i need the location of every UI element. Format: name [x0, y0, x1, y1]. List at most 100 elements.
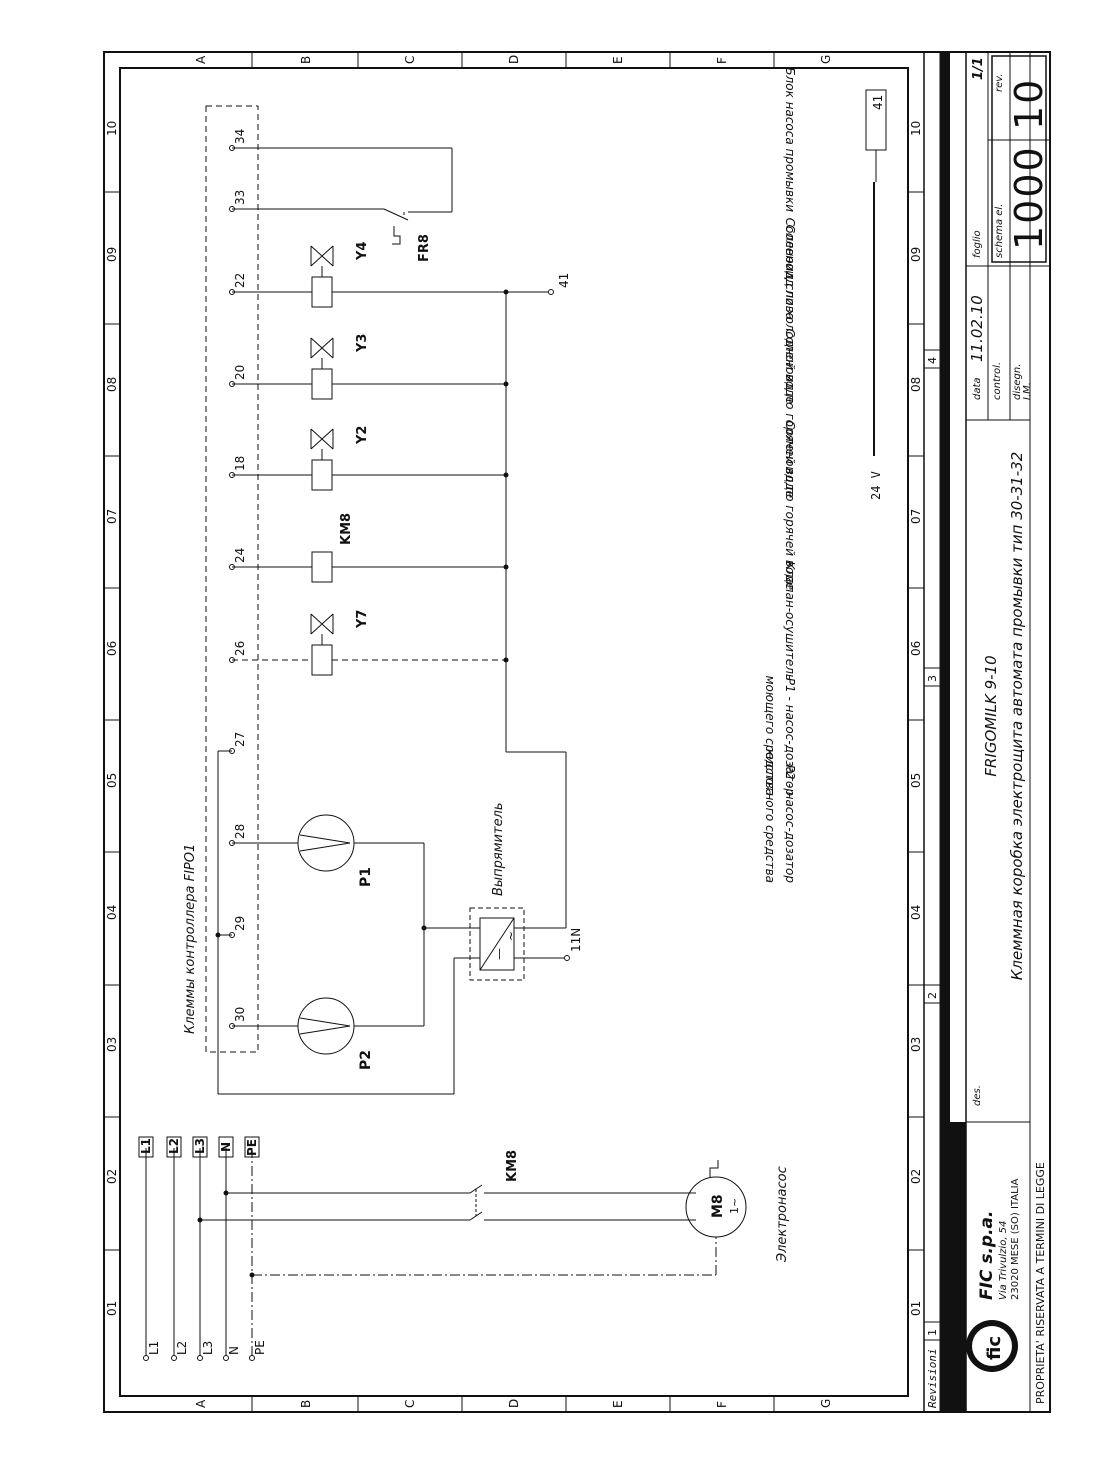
description-p2-line2: кислотного средства [763, 749, 777, 883]
terminal-number: 20 [233, 365, 247, 380]
foglio-value: 1/1 [971, 57, 986, 80]
rectifier-terminal-label: 11N [569, 928, 583, 952]
foglio-label: foglio [972, 230, 983, 258]
row-label: A [194, 1399, 208, 1408]
pump-p2-label: P2 [358, 1050, 374, 1070]
column-labels-left: 01 02 03 04 05 06 07 08 09 10 [105, 121, 119, 1316]
grid-column-ticks [104, 191, 924, 1251]
col-label: 04 [909, 905, 923, 920]
col-label: 09 [105, 247, 119, 262]
col-label: 05 [909, 773, 923, 788]
row-label: G [819, 1399, 833, 1408]
col-label: 05 [105, 773, 119, 788]
description-p1-line1: P1 - насос-дозатор [783, 678, 797, 797]
col-label: 06 [909, 641, 923, 656]
voltage-label: 24 V [869, 471, 883, 500]
col-label: 01 [105, 1301, 119, 1316]
grid-row-ticks [251, 52, 775, 1412]
row-label: A [194, 55, 208, 64]
col-label: 01 [909, 1301, 923, 1316]
col-label: 07 [909, 509, 923, 524]
control-label: control. [992, 362, 1003, 400]
row-label: F [715, 57, 729, 64]
revision-mark: 4 [926, 357, 939, 364]
row-label: F [715, 1401, 729, 1408]
schema-label: schema el. [994, 204, 1005, 258]
pump-p1-label: P1 [358, 867, 374, 887]
description-p2-line1: P2 - насос-дозатор [783, 765, 797, 884]
terminal-number: 29 [233, 916, 247, 931]
col-label: 02 [105, 1169, 119, 1184]
motor-phase: 1~ [728, 1198, 741, 1214]
line-tag-pe: PE [245, 1139, 259, 1156]
row-label: E [611, 56, 625, 64]
rectifier-caption: Выпрямитель [491, 802, 506, 896]
row-label: G [819, 55, 833, 64]
solenoid-y7-label: Y7 [355, 610, 370, 629]
col-label: 07 [105, 509, 119, 524]
rectifier-ac-symbol: ~ [504, 931, 518, 941]
contactor-coil-km8-label: KM8 [339, 513, 354, 545]
data-label: data [972, 377, 983, 400]
description-cold-water: Соленоид по холодной воде [783, 224, 797, 404]
terminal-number: 18 [233, 456, 247, 471]
terminal-number: 22 [233, 273, 247, 288]
revisions-label: Revisioni [926, 1348, 939, 1408]
line-tag-l2: L2 [167, 1138, 181, 1154]
controller-terminal-box [205, 105, 259, 1053]
disegn-value: I.M. [1022, 382, 1033, 400]
revision-marks [923, 349, 941, 1412]
revision-mark: 2 [926, 992, 939, 999]
col-label: 04 [105, 905, 119, 920]
motor-caption: Электронасос [775, 1166, 790, 1263]
logo-wordmark: fic [984, 1336, 1005, 1360]
row-label: C [403, 56, 417, 64]
col-label: 03 [105, 1037, 119, 1052]
col-label: 06 [105, 641, 119, 656]
line-tag-l3: L3 [193, 1138, 207, 1154]
col-label: 02 [909, 1169, 923, 1184]
terminal-l1: L1 [147, 1341, 161, 1355]
common-terminal-label: 41 [557, 273, 571, 288]
col-label: 08 [105, 377, 119, 392]
data-value: 11.02.10 [968, 295, 986, 362]
terminal-number: 28 [233, 824, 247, 839]
terminal-l3: L3 [201, 1341, 215, 1355]
description-valve-dry: Клапан-осушитель [783, 561, 797, 681]
pump-junctions [215, 925, 427, 938]
solenoid-y2-label: Y2 [355, 426, 370, 445]
terminal-l2: L2 [175, 1341, 189, 1355]
col-label: 10 [909, 121, 923, 136]
row-labels-top: A B C D E F G [194, 55, 833, 64]
revision-mark: 1 [926, 1329, 939, 1336]
description-hot-water-2: Соленоид по горячей воде [783, 328, 797, 498]
bus-junctions [503, 289, 509, 663]
description-hot-water-1: Соленоид по горячей воде [783, 420, 797, 590]
row-label: D [507, 1399, 521, 1408]
description-drain: Соленоид слива [783, 218, 797, 320]
company-address-2: 23020 MESE (SO) ITALIA [1010, 1178, 1021, 1300]
des-label: des. [972, 1085, 983, 1106]
drawing-title-2: Клеммная коробка электрощита автомата пр… [1008, 452, 1026, 981]
property-notice: PROPRIETA' RISERVATA A TERMINI DI LEGGE [1034, 1162, 1047, 1404]
company-name: FIC s.p.a. [977, 1211, 997, 1300]
rev-label: rev. [994, 73, 1005, 92]
revision-mark: 3 [926, 675, 939, 682]
terminal-n: N [227, 1346, 241, 1355]
col-label: 09 [909, 247, 923, 262]
col-label: 03 [909, 1037, 923, 1052]
terminal-pe: PE [253, 1340, 267, 1355]
terminal-number: 26 [233, 641, 247, 656]
col-label: 08 [909, 377, 923, 392]
company-address-1: Via Trivulzio, 54 [998, 1221, 1009, 1300]
power-junctions [197, 1190, 255, 1278]
motor-label: M8 [710, 1194, 726, 1218]
fic-logo: fic [966, 1320, 1018, 1372]
column-labels-right: 01 02 03 04 05 06 07 08 09 10 [909, 121, 923, 1316]
line-tag-n: N [219, 1142, 233, 1152]
row-label: B [299, 1400, 313, 1408]
description-p1-line2: моющего средства [763, 675, 777, 796]
loads-wiring [232, 89, 887, 753]
